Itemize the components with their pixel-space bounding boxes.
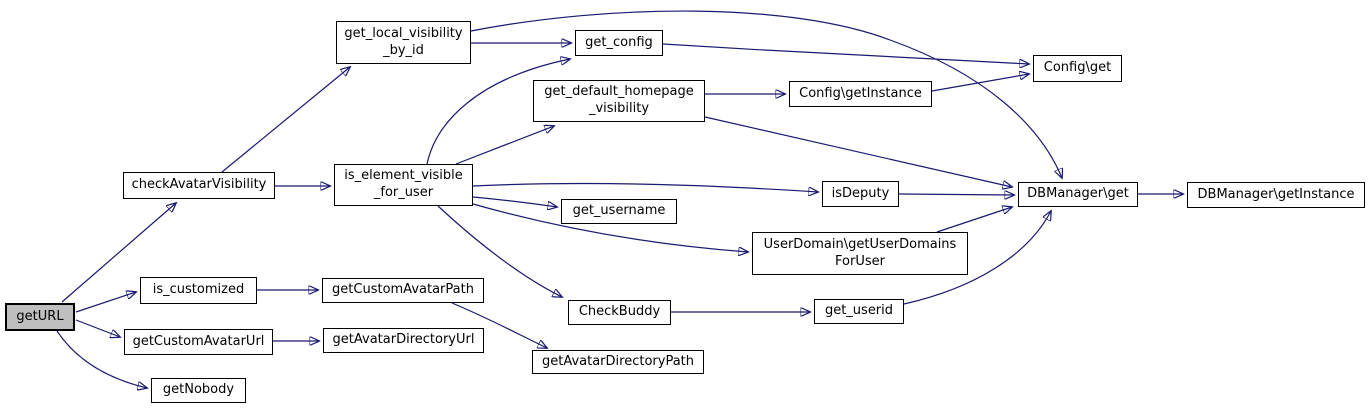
node-DBManager_getInstance[interactable]: DBManager\getInstance: [1187, 182, 1365, 208]
node-label: DBManager\getInstance: [1197, 186, 1355, 202]
edge-is_element_visible_for_user-get_default_homepage_visibility: [455, 126, 554, 165]
node-label: getAvatarDirectoryPath: [541, 353, 695, 369]
edge-getCustomAvatarPath-getAvatarDirectoryPath: [451, 302, 547, 348]
node-is_customized[interactable]: is_customized: [140, 277, 257, 304]
node-get_config[interactable]: get_config: [575, 30, 663, 56]
node-get_local_visibility_by_id[interactable]: get_local_visibility _by_id: [336, 21, 471, 64]
node-getNobody[interactable]: getNobody: [151, 378, 246, 403]
node-Config_getInstance[interactable]: Config\getInstance: [789, 81, 932, 107]
node-get_username[interactable]: get_username: [561, 199, 677, 224]
node-get_default_homepage_visibility[interactable]: get_default_homepage _visibility: [533, 80, 705, 122]
node-Config_get[interactable]: Config\get: [1033, 55, 1122, 82]
node-label: getCustomAvatarUrl: [132, 333, 265, 349]
edge-is_element_visible_for_user-UserDomain_getUserDomainsForUser: [472, 203, 748, 252]
edge-get_local_visibility_by_id-DBManager_get: [470, 10, 1062, 178]
edge-isDeputy-DBManager_get: [898, 194, 1014, 195]
edge-is_element_visible_for_user-isDeputy: [472, 182, 818, 192]
node-label: checkAvatarVisibility: [131, 177, 267, 193]
edge-getURL-checkAvatarVisibility: [61, 203, 176, 303]
edge-get_config-Config_get: [662, 43, 1029, 64]
node-label: get_userid: [824, 303, 894, 319]
node-label: get_default_homepage _visibility: [544, 84, 694, 116]
node-label: getURL: [16, 308, 64, 324]
node-label: get_config: [585, 34, 653, 50]
node-label: getAvatarDirectoryUrl: [332, 332, 475, 348]
edge-get_userid-DBManager_get: [903, 211, 1051, 305]
node-label: DBManager\get: [1027, 186, 1129, 202]
node-label: UserDomain\getUserDomains ForUser: [763, 236, 957, 269]
node-getCustomAvatarUrl[interactable]: getCustomAvatarUrl: [124, 329, 273, 355]
edge-getURL-getNobody: [56, 330, 147, 388]
node-UserDomain_getUserDomainsForUser[interactable]: UserDomain\getUserDomains ForUser: [752, 232, 968, 275]
node-getURL[interactable]: getURL: [5, 303, 75, 331]
edge-get_default_homepage_visibility-DBManager_get: [704, 116, 1012, 187]
node-label: get_local_visibility _by_id: [344, 25, 463, 58]
node-label: isDeputy: [831, 185, 890, 201]
node-label: Config\get: [1043, 60, 1112, 76]
node-getAvatarDirectoryUrl[interactable]: getAvatarDirectoryUrl: [323, 328, 484, 353]
node-label: CheckBuddy: [578, 304, 661, 320]
node-getAvatarDirectoryPath[interactable]: getAvatarDirectoryPath: [532, 350, 704, 374]
node-label: is_customized: [152, 282, 245, 298]
node-get_userid[interactable]: get_userid: [814, 299, 904, 324]
node-checkAvatarVisibility[interactable]: checkAvatarVisibility: [123, 172, 275, 199]
edge-is_element_visible_for_user-get_username: [472, 196, 557, 207]
node-isDeputy[interactable]: isDeputy: [822, 181, 899, 207]
node-label: Config\getInstance: [799, 85, 922, 101]
edge-getURL-is_customized: [75, 292, 136, 313]
edge-checkAvatarVisibility-get_local_visibility_by_id: [221, 67, 350, 173]
edge-UserDomain_getUserDomainsForUser-DBManager_get: [936, 207, 1012, 233]
node-label: getCustomAvatarPath: [332, 282, 474, 298]
node-CheckBuddy[interactable]: CheckBuddy: [568, 300, 671, 325]
edge-is_element_visible_for_user-CheckBuddy: [437, 205, 562, 297]
edge-getURL-getCustomAvatarUrl: [75, 319, 120, 337]
node-label: is_element_visible _for_user: [344, 168, 463, 200]
node-label: getNobody: [162, 382, 235, 398]
node-DBManager_get[interactable]: DBManager\get: [1018, 182, 1138, 207]
edge-is_element_visible_for_user-get_config: [426, 59, 570, 165]
edge-Config_getInstance-Config_get: [931, 74, 1029, 92]
node-getCustomAvatarPath[interactable]: getCustomAvatarPath: [322, 278, 484, 303]
node-label: get_username: [572, 203, 666, 219]
node-is_element_visible_for_user[interactable]: is_element_visible _for_user: [334, 164, 473, 206]
